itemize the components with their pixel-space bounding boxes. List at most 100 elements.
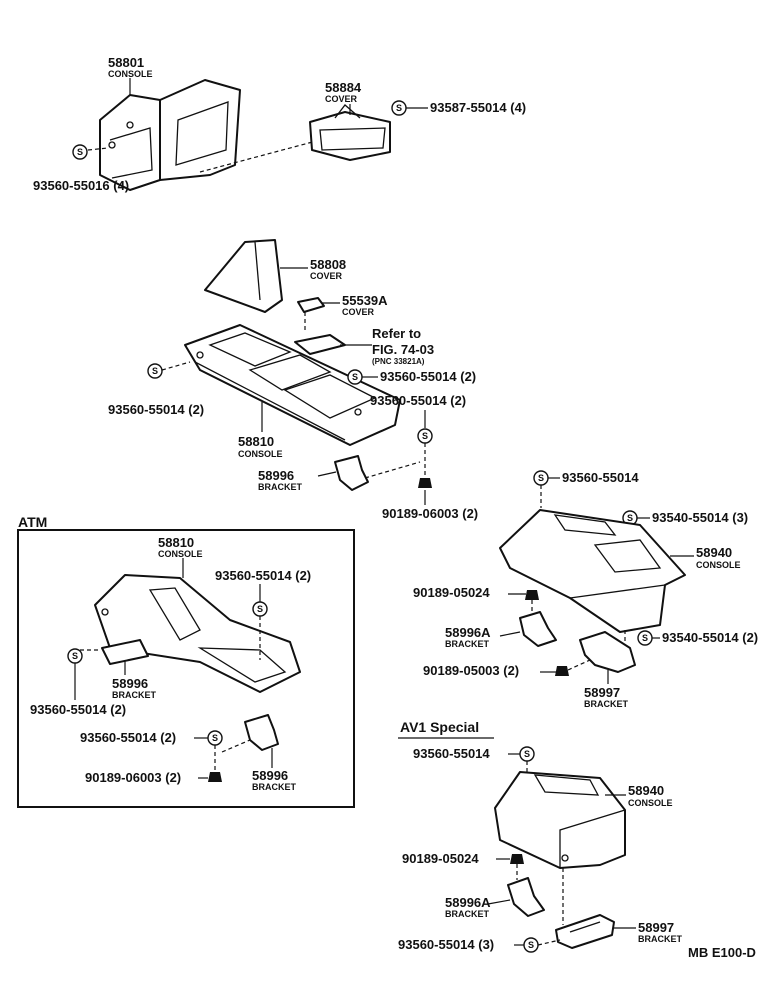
atm-part-number-screw-b: 93560-55014 (2) bbox=[30, 702, 126, 717]
atm-bracket-b-drawing bbox=[244, 714, 279, 751]
atm-part-name-58996-b: BRACKET bbox=[252, 782, 297, 792]
av1-part-number-58940: 58940 bbox=[628, 783, 664, 798]
atm-part-name-58810: CONSOLE bbox=[158, 549, 203, 559]
right-part-number-screw-low: 93540-55014 (2) bbox=[662, 630, 758, 645]
refer-pnc-text: (PNC 33821A) bbox=[372, 357, 425, 366]
svg-text:S: S bbox=[538, 473, 544, 483]
atm-part-number-58810: 58810 bbox=[158, 535, 194, 550]
av1-screw-symbol-low: S bbox=[523, 937, 539, 953]
atm-console-drawing bbox=[94, 574, 301, 693]
atm-part-number-nut: 90189-06003 (2) bbox=[85, 770, 181, 785]
screw-symbol-93560-mid-c: S bbox=[417, 428, 433, 444]
cover-55539a-drawing bbox=[297, 297, 325, 313]
atm-part-number-screw-c: 93560-55014 (2) bbox=[80, 730, 176, 745]
right-part-number-nut-a: 90189-05024 bbox=[413, 585, 490, 600]
atm-screw-symbol-c: S bbox=[207, 730, 223, 746]
atm-frame bbox=[17, 529, 355, 808]
atm-part-number-58996-a: 58996 bbox=[112, 676, 148, 691]
av1-part-number-58997: 58997 bbox=[638, 920, 674, 935]
right-console-drawing bbox=[499, 509, 686, 633]
right-part-name-58996a: BRACKET bbox=[445, 639, 490, 649]
screw-symbol-93587: S bbox=[391, 100, 407, 116]
right-nut-a-icon bbox=[525, 590, 539, 600]
av1-part-number-screw-low: 93560-55014 (3) bbox=[398, 937, 494, 952]
atm-part-name-58996-a: BRACKET bbox=[112, 690, 157, 700]
right-part-number-58940: 58940 bbox=[696, 545, 732, 560]
svg-text:S: S bbox=[352, 372, 358, 382]
console-58810-drawing bbox=[184, 324, 401, 446]
part-number-58996: 58996 bbox=[258, 468, 294, 483]
right-part-number-nut-b: 90189-05003 (2) bbox=[423, 663, 519, 678]
atm-nut-icon bbox=[208, 772, 222, 782]
svg-text:S: S bbox=[627, 513, 633, 523]
svg-text:S: S bbox=[642, 633, 648, 643]
cover-58884-drawing bbox=[309, 104, 391, 161]
right-part-number-58996a: 58996A bbox=[445, 625, 491, 640]
av1-screw-symbol-top: S bbox=[519, 746, 535, 762]
right-screw-symbol-top: S bbox=[533, 470, 549, 486]
av1-nut-icon bbox=[510, 854, 524, 864]
right-part-name-58997: BRACKET bbox=[584, 699, 629, 709]
console-58801-drawing bbox=[99, 79, 241, 191]
part-name-58801: CONSOLE bbox=[108, 69, 153, 79]
svg-text:S: S bbox=[528, 940, 534, 950]
av1-part-number-screw-top: 93560-55014 bbox=[413, 746, 490, 761]
screw-symbol-93560-mid-a: S bbox=[147, 363, 163, 379]
screw-symbol-93560-mid-b: S bbox=[347, 369, 363, 385]
av1-part-number-58996a: 58996A bbox=[445, 895, 491, 910]
screw-symbol-93560-top: S bbox=[72, 144, 88, 160]
figure-code: MB E100-D bbox=[688, 945, 756, 960]
part-name-58810: CONSOLE bbox=[238, 449, 283, 459]
refer-to-text: Refer to bbox=[372, 326, 421, 341]
part-number-55539a: 55539A bbox=[342, 293, 388, 308]
part-name-55539a: COVER bbox=[342, 307, 375, 317]
nut-icon bbox=[418, 478, 432, 488]
part-number-93560-mid-a: 93560-55014 (2) bbox=[108, 402, 204, 417]
right-part-number-58997: 58997 bbox=[584, 685, 620, 700]
svg-text:S: S bbox=[72, 651, 78, 661]
part-number-90189-mid: 90189-06003 (2) bbox=[382, 506, 478, 521]
atm-bracket-a-drawing bbox=[101, 639, 149, 665]
part-name-58996: BRACKET bbox=[258, 482, 303, 492]
av1-part-number-nut: 90189-05024 bbox=[402, 851, 479, 866]
av1-bracket-b-drawing bbox=[555, 914, 615, 949]
part-number-58801: 58801 bbox=[108, 55, 144, 70]
refer-fig-text: FIG. 74-03 bbox=[372, 342, 434, 357]
part-number-58884: 58884 bbox=[325, 80, 362, 95]
svg-text:S: S bbox=[396, 103, 402, 113]
bracket-58996-drawing bbox=[334, 455, 369, 491]
right-part-name-58940: CONSOLE bbox=[696, 560, 741, 570]
atm-title: ATM bbox=[18, 514, 47, 530]
av1-part-name-58940: CONSOLE bbox=[628, 798, 673, 808]
svg-text:S: S bbox=[422, 431, 428, 441]
right-bracket-a-drawing bbox=[519, 611, 557, 647]
right-nut-b-icon bbox=[555, 666, 569, 676]
panel-drawing bbox=[294, 334, 346, 355]
right-part-number-screw-top: 93560-55014 bbox=[562, 470, 639, 485]
atm-screw-symbol-a: S bbox=[252, 601, 268, 617]
leader-dash bbox=[87, 147, 109, 151]
av1-title: AV1 Special bbox=[400, 719, 479, 735]
av1-console-drawing bbox=[494, 771, 626, 869]
part-number-93560-mid-b: 93560-55014 (2) bbox=[380, 369, 476, 384]
atm-screw-symbol-b: S bbox=[67, 648, 83, 664]
part-number-93560-top: 93560-55016 (4) bbox=[33, 178, 129, 193]
right-bracket-b-drawing bbox=[579, 631, 636, 673]
part-number-93587: 93587-55014 (4) bbox=[430, 100, 526, 115]
right-part-number-screw-side: 93540-55014 (3) bbox=[652, 510, 748, 525]
av1-bracket-a-drawing bbox=[507, 877, 545, 917]
atm-part-number-58996-b: 58996 bbox=[252, 768, 288, 783]
svg-text:S: S bbox=[77, 147, 83, 157]
part-number-58808: 58808 bbox=[310, 257, 346, 272]
part-number-93560-mid-c: 93560-55014 (2) bbox=[370, 393, 466, 408]
atm-part-number-screw-a: 93560-55014 (2) bbox=[215, 568, 311, 583]
part-name-58808: COVER bbox=[310, 271, 343, 281]
part-name-58884: COVER bbox=[325, 94, 358, 104]
part-number-58810: 58810 bbox=[238, 434, 274, 449]
svg-text:S: S bbox=[524, 749, 530, 759]
svg-text:S: S bbox=[152, 366, 158, 376]
cover-58808-drawing bbox=[204, 239, 283, 313]
av1-part-name-58996a: BRACKET bbox=[445, 909, 490, 919]
right-screw-symbol-low: S bbox=[637, 630, 653, 646]
